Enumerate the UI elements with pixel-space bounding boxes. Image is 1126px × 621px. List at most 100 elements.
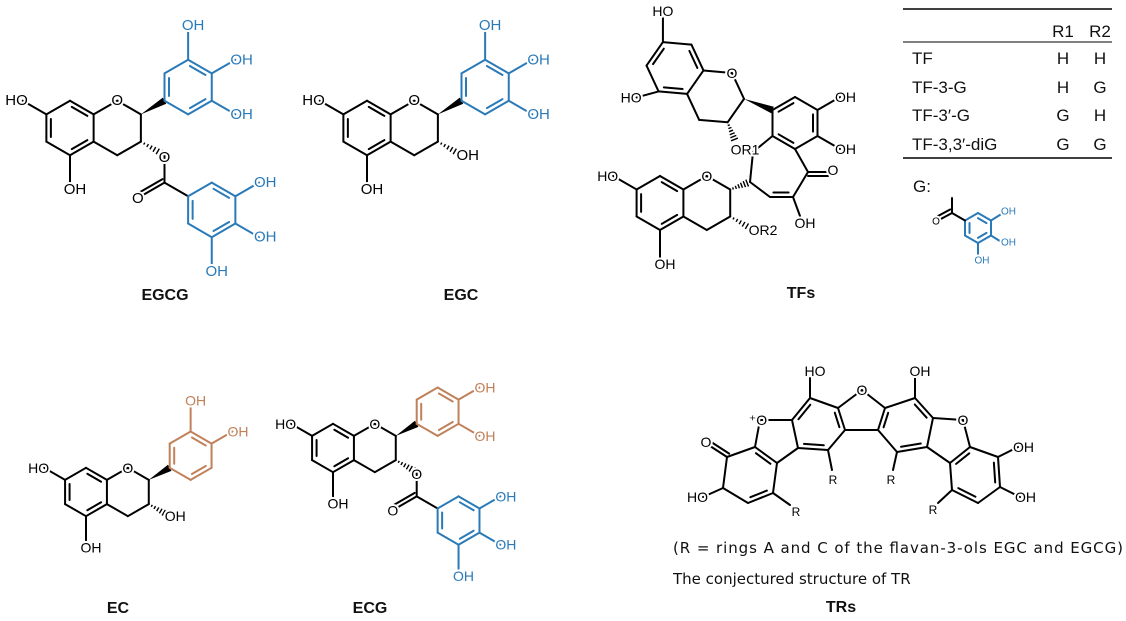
table-cell-r1: H [1057,49,1069,68]
bond [413,140,439,157]
bond [949,462,953,491]
caption-egcg: EGCG [141,287,188,304]
atom-label: OH [1001,238,1016,249]
atom-label: OH [495,488,516,504]
table-cell-r1: G [1056,135,1069,154]
bond [698,118,729,124]
ring-b [460,58,510,116]
atom-label: OH [795,215,816,231]
atom-label: O [132,190,144,207]
bond [877,429,898,453]
bond [884,397,916,409]
atom-label: O [701,168,712,184]
bond [342,99,368,116]
bond [413,99,439,116]
atom-label: OH [206,263,229,280]
atom-label: OH [328,495,349,511]
bond [772,462,778,494]
hashed-bond [727,124,739,142]
double-bond-line [900,442,922,448]
bond [612,174,638,191]
table-cell-r2: H [1094,106,1106,125]
bond [366,99,392,116]
atom-label: HO [302,92,325,109]
wedge-bond [148,464,172,480]
bond [92,99,119,116]
bond [290,422,314,437]
bond [457,495,481,510]
bond [682,174,708,191]
bond [64,466,87,481]
bond [352,422,376,437]
bond [659,215,685,232]
bond [690,43,705,72]
ring-1 [722,446,778,504]
bond [816,96,841,111]
bond [914,397,934,419]
double-bond-line [688,49,699,69]
carbonyl-bond [139,181,166,198]
bond [949,446,971,464]
ring-a [64,466,108,518]
bond [116,140,142,157]
bond [457,422,481,437]
bond [460,99,487,116]
ring-a [342,99,392,157]
table-header-r1: R1 [1052,22,1074,41]
bond [168,466,192,481]
bond [484,58,510,75]
atom-label: HO [28,460,49,476]
bond [645,64,660,93]
bond [210,58,237,75]
atom-label: O [122,460,133,476]
double-bond-line [976,231,988,239]
bond [635,215,661,232]
bond [682,215,708,232]
g-group-label: G: [913,177,931,196]
double-bond-line [992,461,997,484]
bond [105,503,129,518]
bond [105,466,129,481]
atom-label: R [887,473,896,487]
bond [792,196,801,217]
bond [827,449,833,471]
bond [389,99,416,116]
double-bond-line [190,464,207,475]
double-bond-line [485,64,504,76]
atom-label: OH [479,17,502,34]
bond [926,417,934,448]
double-bond-line [86,501,103,512]
hashed-bond [397,460,417,474]
atom-label: HO [275,416,296,432]
bond [951,212,966,222]
bond [837,389,863,409]
atom-label: HO [652,3,673,19]
atom-label: OH [457,147,480,164]
atom-label: OH [527,51,550,68]
double-bond-line [913,403,928,419]
ring-b [168,430,213,481]
ring-galloyl [187,181,237,239]
double-bond-line [882,411,890,429]
double-bond-line [976,217,988,225]
ring-galloyl [964,212,992,244]
caption-ec: EC [107,600,130,617]
double-bond-line [70,139,89,151]
table-cell-name: TF-3-G [912,78,967,97]
bond [366,140,392,157]
double-bond-line [333,428,350,439]
atom-label: OH [227,424,248,440]
atom-label: O [411,466,422,482]
ring-a [645,41,705,95]
double-bond-line [137,178,164,194]
bond [187,181,213,198]
bond [896,446,928,453]
bond [926,446,951,464]
bond [460,58,487,75]
atom-label: OH [474,380,495,396]
atom-label: OH [185,392,206,408]
bond [964,212,979,222]
bond [962,419,971,448]
table-cell-r2: G [1093,135,1106,154]
bond [43,466,67,481]
